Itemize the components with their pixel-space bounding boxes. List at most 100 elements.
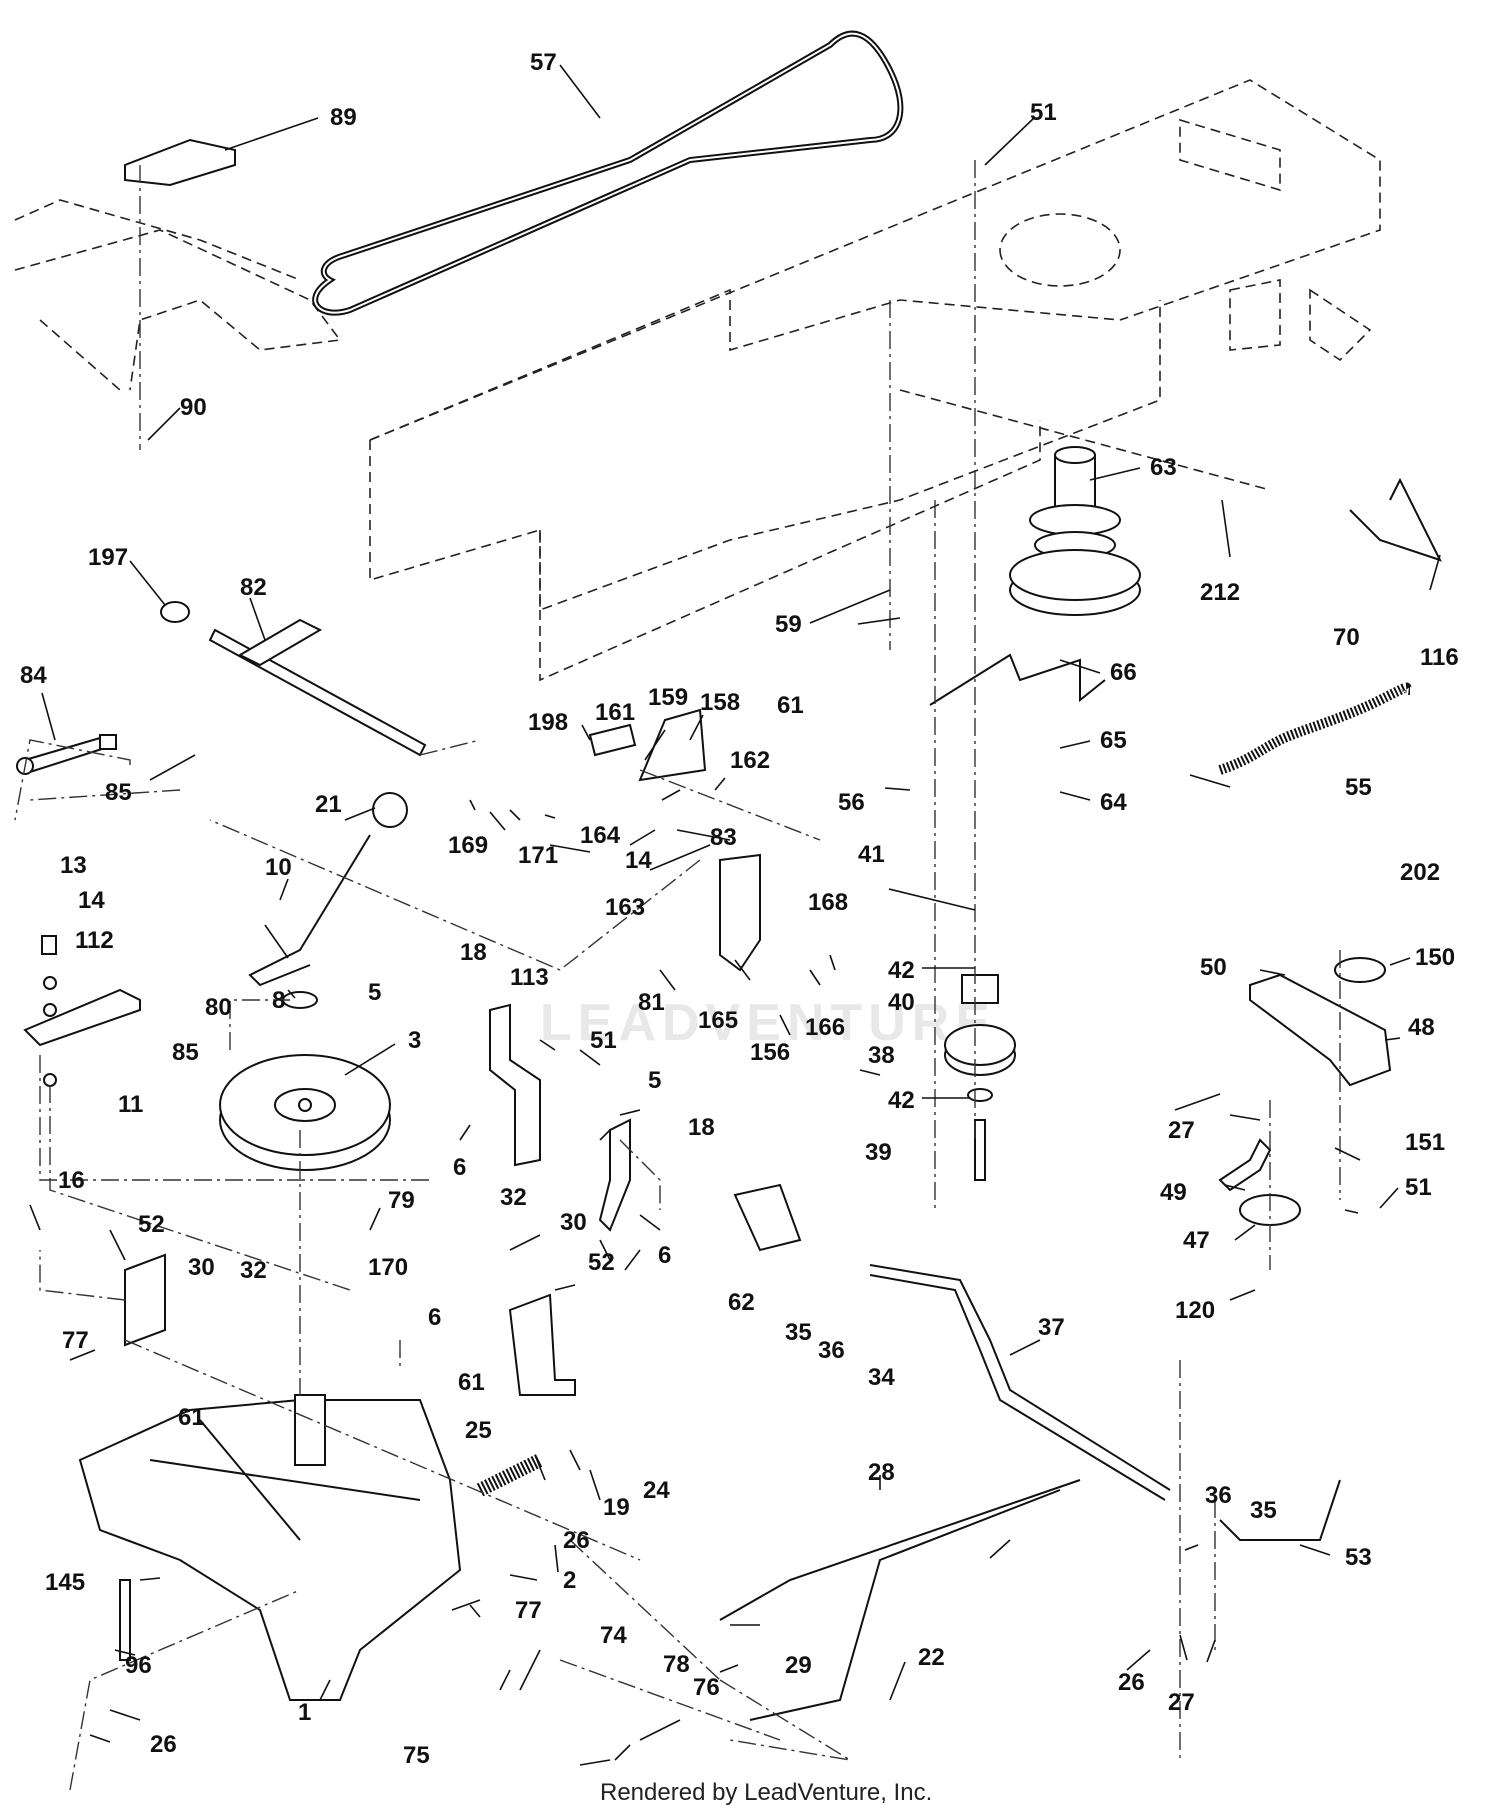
label-61-right: 61 xyxy=(458,1369,485,1396)
lever-21 xyxy=(248,792,408,987)
drive-belt xyxy=(312,30,904,316)
label-40: 40 xyxy=(888,989,915,1016)
label-158: 158 xyxy=(700,689,740,716)
label-169: 169 xyxy=(448,832,488,859)
label-85-left: 85 xyxy=(172,1039,199,1066)
rod-53 xyxy=(1219,1479,1341,1541)
watermark: LEADVENTURE xyxy=(540,994,996,1052)
label-2: 2 xyxy=(563,1567,576,1594)
label-79: 79 xyxy=(388,1187,415,1214)
label-159: 159 xyxy=(648,684,688,711)
label-32-left: 32 xyxy=(240,1257,267,1284)
label-5: 5 xyxy=(648,1067,661,1094)
label-30-right: 30 xyxy=(560,1209,587,1236)
label-84: 84 xyxy=(20,662,47,689)
label-52-right: 52 xyxy=(588,1249,615,1276)
bracket-113 xyxy=(489,1003,541,1167)
label-19: 19 xyxy=(603,1494,630,1521)
center-lines xyxy=(14,160,1341,1791)
label-74: 74 xyxy=(600,1622,627,1649)
label-36-mid: 36 xyxy=(818,1337,845,1364)
label-29: 29 xyxy=(785,1652,812,1679)
label-48: 48 xyxy=(1408,1014,1435,1041)
label-197: 197 xyxy=(88,544,128,571)
shaft-81 xyxy=(160,601,427,757)
label-83: 83 xyxy=(710,824,737,851)
label-53: 53 xyxy=(1345,1544,1372,1571)
render-credit: Rendered by LeadVenture, Inc. xyxy=(600,1779,932,1806)
label-212: 212 xyxy=(1200,579,1240,606)
label-35-right: 35 xyxy=(1250,1497,1277,1524)
plate-48 xyxy=(1249,973,1392,1087)
label-64: 64 xyxy=(1100,789,1127,816)
label-63: 63 xyxy=(1150,454,1177,481)
bracket-30-right xyxy=(508,1293,576,1396)
label-90: 90 xyxy=(180,394,207,421)
label-150: 150 xyxy=(1415,944,1455,971)
label-165: 165 xyxy=(698,1007,738,1034)
spring-25 xyxy=(476,1453,544,1497)
bracket-159 xyxy=(588,723,637,757)
bracket-158 xyxy=(638,708,707,782)
label-70: 70 xyxy=(1333,624,1360,651)
label-171: 171 xyxy=(518,842,558,869)
label-14-mid: 14 xyxy=(625,847,652,874)
label-27-right: 27 xyxy=(1168,1117,1195,1144)
label-61-left: 61 xyxy=(178,1404,205,1431)
label-75: 75 xyxy=(403,1742,430,1769)
label-156: 156 xyxy=(750,1039,790,1066)
label-166: 166 xyxy=(805,1014,845,1041)
label-24: 24 xyxy=(643,1477,670,1504)
label-55: 55 xyxy=(1345,774,1372,801)
label-8: 8 xyxy=(272,987,285,1014)
label-116: 116 xyxy=(1420,644,1459,671)
part-labels: 57 89 51 90 63 212 70 116 197 82 84 85 5… xyxy=(20,49,1459,1769)
label-22: 22 xyxy=(918,1644,945,1671)
washer-150 xyxy=(1334,957,1386,983)
label-62: 62 xyxy=(728,1289,755,1316)
label-113: 113 xyxy=(510,964,549,991)
label-85-top: 85 xyxy=(105,779,132,806)
label-47: 47 xyxy=(1183,1227,1210,1254)
label-78: 78 xyxy=(663,1651,690,1678)
bracket-49 xyxy=(1218,1138,1272,1192)
label-80: 80 xyxy=(205,994,232,1021)
label-50: 50 xyxy=(1200,954,1227,981)
spring-70 xyxy=(1349,477,1442,562)
label-57: 57 xyxy=(530,49,557,76)
rod-34 xyxy=(869,1264,1171,1491)
label-162: 162 xyxy=(730,747,770,774)
pulley-3 xyxy=(219,1054,391,1171)
label-26-mid: 26 xyxy=(563,1527,590,1554)
rod-28 xyxy=(719,1479,1081,1621)
label-16: 16 xyxy=(58,1167,85,1194)
label-66: 66 xyxy=(1110,659,1137,686)
label-56: 56 xyxy=(838,789,865,816)
label-34: 34 xyxy=(868,1364,895,1391)
label-27-bottom: 27 xyxy=(1168,1689,1195,1716)
chassis-frame xyxy=(369,79,1381,682)
label-36-right: 36 xyxy=(1205,1482,1232,1509)
label-25: 25 xyxy=(465,1417,492,1444)
link-80 xyxy=(23,988,141,1047)
bracket-30-left xyxy=(124,1253,166,1347)
label-3: 3 xyxy=(408,1027,421,1054)
label-18-right: 18 xyxy=(688,1114,715,1141)
label-81: 82 xyxy=(240,574,267,601)
label-170: 170 xyxy=(368,1254,408,1281)
label-1: 1 xyxy=(298,1699,311,1726)
label-28: 28 xyxy=(868,1459,895,1486)
label-26-left: 26 xyxy=(150,1731,177,1758)
label-51-mid: 51 xyxy=(590,1027,617,1054)
bracket-89 xyxy=(124,138,236,187)
hood-outline xyxy=(14,199,342,391)
label-6-right: 6 xyxy=(658,1242,671,1269)
label-61-top: 61 xyxy=(777,692,804,719)
label-89: 89 xyxy=(330,104,357,131)
label-198: 198 xyxy=(528,709,568,736)
label-41: 41 xyxy=(858,841,885,868)
label-120: 120 xyxy=(1175,1297,1215,1324)
label-30-left: 30 xyxy=(188,1254,215,1281)
bracket-165 xyxy=(719,853,761,972)
